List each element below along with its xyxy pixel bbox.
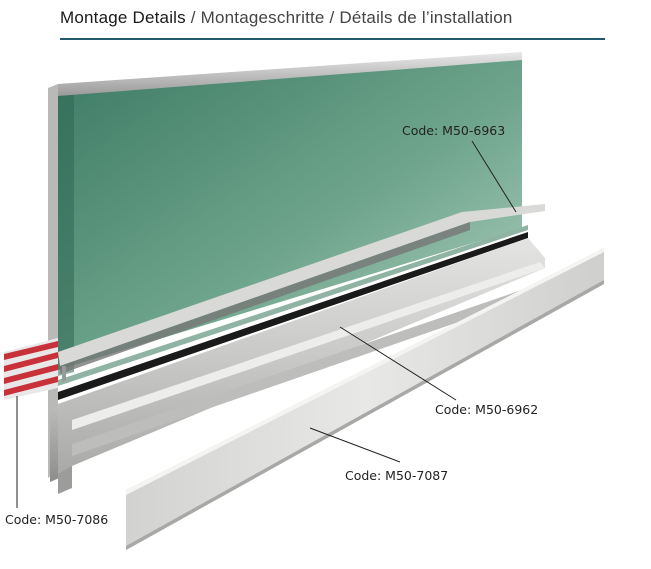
leader-line-base-profile — [339, 326, 457, 401]
leader-line-cover-panel — [309, 427, 401, 463]
rubber-gasket — [58, 225, 528, 400]
page-header: Montage Details / Montageschritte / Déta… — [60, 8, 605, 40]
title-main: Montage Details — [60, 8, 186, 27]
cover-panel — [126, 248, 604, 550]
callout-top-strip: Code: M50-6963 — [402, 123, 505, 138]
page-title: Montage Details / Montageschritte / Déta… — [60, 8, 513, 28]
title-separator-1: / — [185, 8, 201, 27]
callout-cover-panel: Code: M50-7087 — [345, 468, 448, 483]
leader-line-top-strip — [471, 140, 517, 213]
glass-top-edge — [58, 52, 522, 96]
top-strip — [58, 204, 545, 374]
glass-panel — [58, 52, 522, 376]
title-german: Montageschritte — [200, 8, 325, 27]
base-profile — [58, 238, 545, 474]
end-cap-tape — [4, 338, 58, 400]
callout-base-profile: Code: M50-6962 — [435, 402, 538, 417]
callout-end-cap: Code: M50-7086 — [5, 512, 108, 527]
title-separator-2: / — [324, 8, 340, 27]
title-french: Détails de l’installation — [339, 8, 513, 27]
